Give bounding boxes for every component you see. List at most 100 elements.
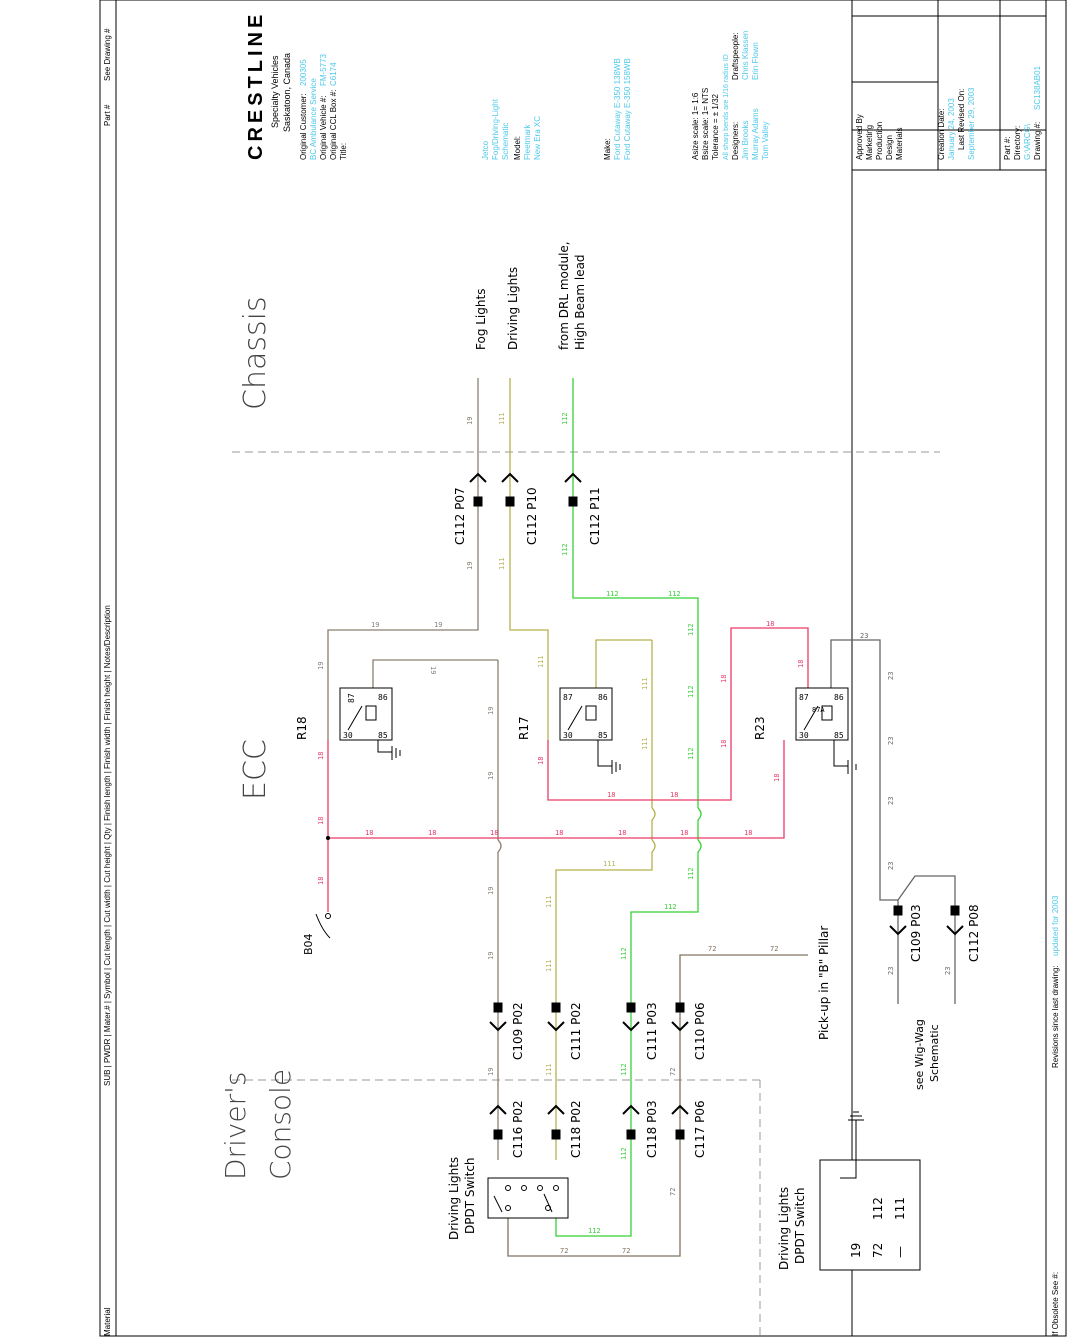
wire-19	[327, 378, 502, 1160]
wire-18	[326, 627, 809, 912]
wire-label-18-n: 18	[537, 757, 545, 765]
connector-label-c118-p03: C118 P03	[645, 1100, 659, 1158]
approver-marketing: Marketing	[865, 125, 874, 160]
wire-label-18-j: 18	[680, 829, 688, 837]
wire-label-112-e: 112	[687, 623, 695, 636]
connector-label-c117-p06: C117 P06	[693, 1100, 707, 1158]
wire-label-111-f: 111	[603, 860, 616, 868]
value-model-line2: New Era XC	[533, 116, 542, 160]
wire-label-18-f: 18	[428, 829, 436, 837]
approver-production: Production	[875, 122, 884, 160]
label-approved-by: Approved By	[855, 114, 864, 160]
value-directory: G:\ARCG\	[1023, 123, 1032, 160]
value-creation-date: January 24, 2003	[947, 98, 956, 160]
connector-c116-p02	[489, 1104, 507, 1140]
wire-label-111-e: 111	[641, 737, 649, 750]
wire-label-18-c: 18	[317, 817, 325, 825]
wire-label-112-j: 112	[620, 947, 628, 960]
wire-72	[507, 954, 808, 1257]
wire-label-18-d: 18	[317, 877, 325, 885]
wire-label-18-q: 18	[797, 660, 805, 668]
label-drl-line1: from DRL module,	[557, 241, 571, 350]
legend-title-line1: Driving Lights	[777, 1187, 791, 1270]
switch-label-line1: Driving Lights	[447, 1157, 461, 1240]
wire-label-112-g: 112	[687, 747, 695, 760]
connector-label-c118-p02: C118 P02	[569, 1100, 583, 1158]
wire-label-112-f: 112	[687, 685, 695, 698]
connector-c112-p08	[946, 905, 964, 936]
region-console-line2: Console	[264, 1069, 297, 1180]
label-make: Make:	[603, 138, 612, 160]
connector-c110-p06	[671, 1002, 689, 1032]
connector-label-c116-p02: C116 P02	[511, 1100, 525, 1158]
label-designers: Designers:	[731, 122, 740, 160]
r23-pin-86: 86	[834, 693, 844, 702]
b04-power-tap	[315, 913, 331, 939]
wire-label-111-c: 111	[537, 655, 545, 668]
title-company: Specialty Vehicles	[270, 55, 280, 128]
label-directory: Directory:	[1013, 126, 1022, 160]
wire-label-112-m: 112	[588, 1227, 601, 1235]
connector-label-c112-p08: C112 P08	[967, 904, 981, 962]
wire-label-111-d: 111	[641, 677, 649, 690]
title-location: Saskatoon, Canada	[282, 53, 292, 132]
wire-label-23-a: 23	[860, 632, 868, 640]
connector-label-c109-p02: C109 P02	[511, 1002, 525, 1060]
label-driving-lights: Driving Lights	[506, 267, 520, 350]
relay-r18: 87 86 30 85 R18	[295, 687, 401, 760]
label-original-vehicle: Original Vehicle #:	[319, 96, 328, 160]
bsize-scale: Bsize scale: 1= NTS	[701, 88, 710, 160]
wire-label-19-c: 19	[371, 621, 379, 629]
region-chassis: Chassis	[238, 296, 273, 410]
designer-1: Jim Brooks	[741, 120, 750, 160]
legend-row-112: 112	[871, 1197, 885, 1220]
approver-design: Design	[885, 135, 894, 160]
wire-23	[830, 639, 956, 1004]
wire-label-19-d: 19	[434, 621, 442, 629]
wire-label-19-j: 19	[487, 952, 495, 960]
header-see-drawing: See Drawing #	[103, 28, 112, 81]
wire-label-18-m: 18	[670, 791, 678, 799]
relay-r17: 87 86 30 85 R17	[517, 687, 621, 774]
wire-label-72-a: 72	[708, 945, 716, 953]
value-original-customer-sub: BC Ambulance Service	[309, 78, 318, 160]
label-wigwag-line1: see Wig-Wag	[913, 1019, 926, 1090]
bends-note: All sharp bends are 1/16 radius ID	[723, 54, 730, 160]
region-console-line1: Driver's	[219, 1072, 252, 1180]
r18-pin-85: 85	[378, 731, 388, 740]
wire-label-23-f: 23	[887, 967, 895, 975]
value-title-line3: Schematic	[501, 123, 510, 160]
wire-label-18-r: 18	[773, 774, 781, 782]
r17-pin-86: 86	[598, 693, 608, 702]
legend-row-111: 111	[893, 1197, 907, 1220]
wire-label-19-i: 19	[487, 887, 495, 895]
draftsperson-2: Erin Flown	[751, 42, 760, 80]
connector-label-c109-p03: C109 P03	[909, 904, 923, 962]
wire-label-112-d: 112	[668, 590, 681, 598]
wire-label-18-p: 18	[720, 740, 728, 748]
wire-label-18-l: 18	[607, 791, 615, 799]
label-pickup-b-pillar: Pick-up in "B" Pillar	[817, 926, 831, 1040]
designer-2: Murray Adams	[751, 108, 760, 160]
wire-number-labels: 19 111 112 19 111 112 19 19 112 112 18 2…	[317, 412, 952, 1255]
wire-112	[555, 378, 702, 1237]
wire-label-18-a: 18	[766, 620, 774, 628]
draftsperson-1: Chris Klassen	[741, 31, 750, 80]
title-brand: CRESTLINE	[245, 11, 267, 160]
wire-label-112-h: 112	[687, 867, 695, 880]
wire-label-19-k: 19	[487, 1068, 495, 1076]
connector-label-c110-p06: C110 P06	[693, 1002, 707, 1060]
header-columns: SUB | PWDR | Mater.# | Symbol | Cut leng…	[103, 605, 112, 1086]
connector-c111-p03	[622, 1002, 640, 1032]
region-ecc: ECC	[238, 739, 273, 800]
connector-c112-p10	[501, 472, 519, 507]
connector-c111-p02	[547, 1002, 565, 1032]
relay-r23: 87 87A 86 30 85 R23	[753, 687, 857, 774]
wire-label-111-b: 111	[498, 557, 506, 570]
footer-obsolete: If Obsolete See #:	[1051, 1272, 1060, 1336]
r18-pin-87: 87	[347, 693, 356, 703]
label-drl-line2: High Beam lead	[573, 254, 587, 350]
approver-materials: Materials	[895, 128, 904, 160]
label-creation-date: Creation Date:	[937, 108, 946, 160]
